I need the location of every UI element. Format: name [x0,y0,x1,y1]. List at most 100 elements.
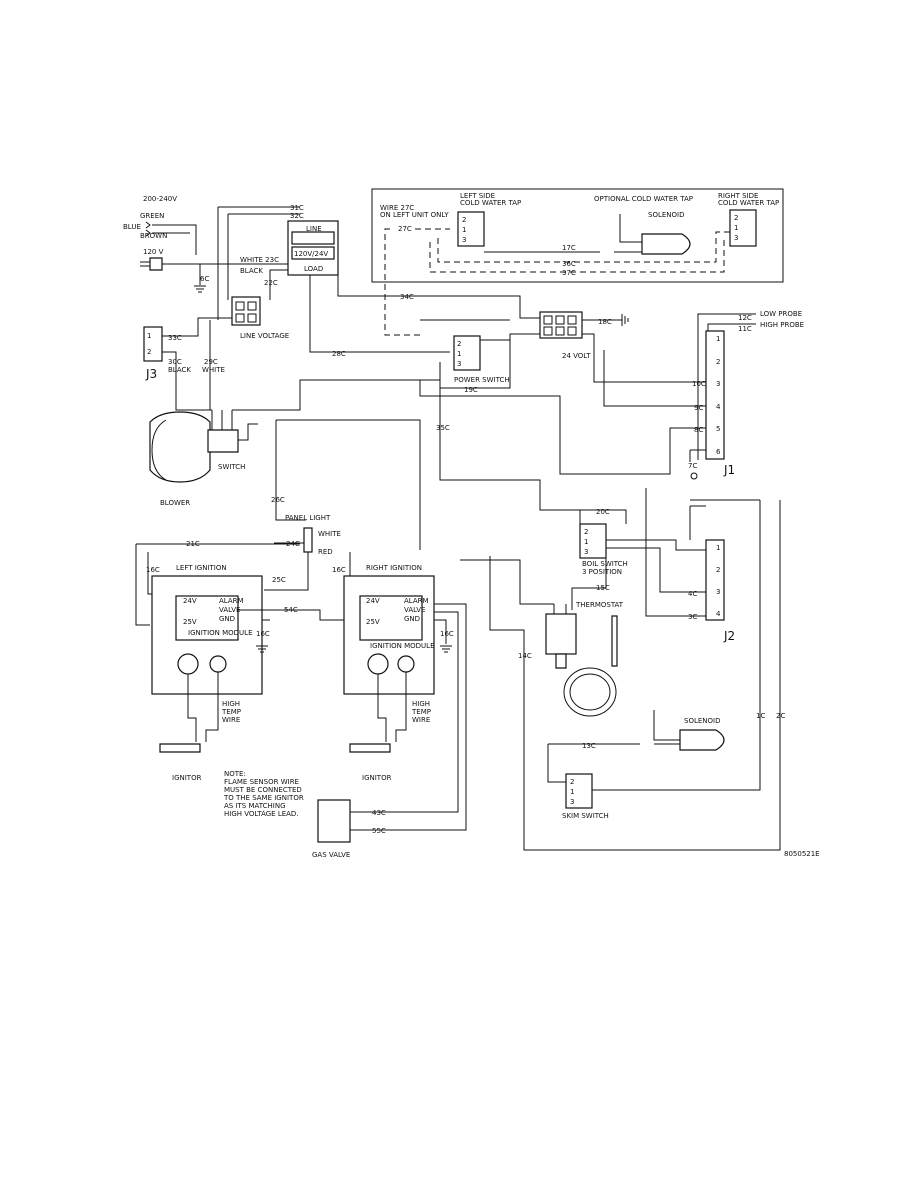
svg-text:6: 6 [716,448,721,456]
label-right-ignition: RIGHT IGNITION [366,564,422,572]
svg-text:4: 4 [716,403,721,411]
wire-36c [437,231,730,263]
wire-240v-feed [152,224,197,255]
label-transformer-line: LINE [306,225,322,233]
wire-thermostat-feed [460,559,554,605]
solenoid-bottom-lead [653,710,680,741]
left-ign-valve: VALVE [219,606,240,614]
label-white-23c: WHITE 23C [240,256,279,264]
label-ignitor-1: IGNITOR [172,774,202,782]
left-ignition-sensor [209,655,227,673]
wire-34c [337,275,540,319]
label-low-probe: LOW PROBE [760,310,802,318]
label-12c: 12C [738,314,752,322]
wire-13c-down [547,744,566,783]
label-16c-a: 16C [146,566,160,574]
label-33c: 33C [168,334,182,342]
svg-text:2: 2 [716,358,720,366]
note-line-5: AS ITS MATCHING [224,802,286,810]
label-7c: 7C [688,462,697,470]
skim-switch-box [565,773,593,809]
boil-switch-pin-1: 1 [584,538,588,546]
label-31c: 31C [290,204,304,212]
label-green: GREEN [140,212,164,220]
svg-text:3: 3 [716,380,720,388]
optional-tap-region [371,188,784,283]
label-temp-2: TEMP [411,708,431,716]
right-ign-valve: VALVE [404,606,425,614]
left-ign-25v: 25V [183,618,197,626]
label-wire-27c: WIRE 27C [380,204,414,212]
right-ignition-board [359,595,423,641]
plug-icon [149,257,163,271]
wire-1c [592,500,761,791]
right-ign-25v: 25V [366,618,380,626]
left-cold-tap-switch [457,211,485,247]
label-high-2: HIGH [412,700,430,708]
right-ignition-sensor [397,655,415,673]
label-power-switch: POWER SWITCH [454,376,510,384]
label-27c: 27C [398,225,412,233]
left-tap-pin-3: 3 [462,236,466,244]
right-tap-pin-1: 1 [734,224,738,232]
line-voltage-terminals [235,301,257,323]
right-ignition-high-voltage [367,653,389,675]
label-solenoid-top: SOLENOID [648,211,684,219]
label-55c: 55C [372,827,386,835]
wire-power-to-24v [480,333,540,341]
wire-26c [275,419,421,550]
label-left-ignition: LEFT IGNITION [176,564,227,572]
label-optional-tap: OPTIONAL COLD WATER TAP [594,195,693,203]
thermostat-terminals [553,604,567,614]
wire-25c [264,552,309,591]
right-tap-pin-2: 2 [734,214,738,222]
wire-16c-d [434,619,447,644]
label-boil-switch: BOIL SWITCH [582,560,628,568]
label-37c: 37C [562,269,576,277]
label-left-cold-tap: COLD WATER TAP [460,199,521,207]
right-cold-tap-switch [729,209,757,247]
label-3c: 3C [688,613,697,621]
label-temp-1: TEMP [221,708,241,716]
label-high-probe: HIGH PROBE [760,321,804,329]
thermostat-capillary-coil [563,667,617,717]
wire-28c [309,275,450,353]
j3-connector [143,326,163,362]
ground-icon-left-ign [256,645,268,653]
label-left-unit-only: ON LEFT UNIT ONLY [380,211,449,219]
label-10c: 10C [692,380,706,388]
note-line-4: TO THE SAME IGNITOR [223,794,304,802]
note-line-6: HIGH VOLTAGE LEAD. [224,810,299,818]
solenoid-top-icon [641,233,691,255]
label-1c: 1C [756,712,765,720]
ground-icon-right-ign [440,645,452,653]
wire-55c [350,603,467,831]
svg-text:4: 4 [716,610,721,618]
svg-text:5: 5 [716,425,720,433]
right-ignitor-icon [349,743,391,753]
label-transformer-load: LOAD [304,265,323,273]
label-24-volt: 24 VOLT [562,352,591,360]
label-high-1: HIGH [222,700,240,708]
label-43c: 43C [372,809,386,817]
blower-icon [149,411,211,483]
label-gas-valve: GAS VALVE [312,851,350,859]
wire-10c [582,333,706,383]
label-16c-d: 16C [440,630,454,638]
skim-switch-pin-2: 2 [570,778,574,786]
label-panel-light: PANEL LIGHT [285,514,331,522]
ground-icon-18c [621,314,629,326]
thermostat-knob [555,653,567,669]
left-ignitor-icon [159,743,201,753]
wire-15c [571,556,607,610]
label-blower: BLOWER [160,499,190,507]
label-20c: 20C [596,508,610,516]
j3-pin-2: 2 [147,348,151,356]
right-ign-alarm: ALARM [404,597,429,605]
gas-valve-box [317,799,351,843]
boil-switch-pin-2: 2 [584,528,588,536]
panel-light-icon [303,527,313,553]
right-ign-gnd: GND [404,615,420,623]
label-4c: 4C [688,590,697,598]
